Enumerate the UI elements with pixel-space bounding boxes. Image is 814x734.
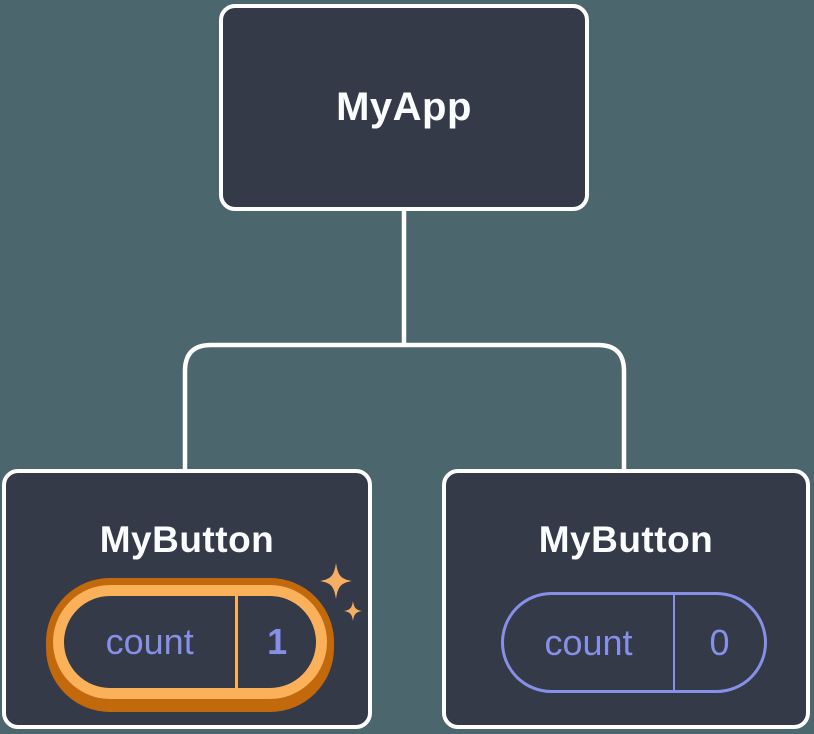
state-key-label: count xyxy=(544,621,633,663)
pill-divider xyxy=(235,596,239,688)
state-value-label: 1 xyxy=(267,621,288,662)
state-value-cell: 0 xyxy=(675,595,764,690)
state-key-cell: count xyxy=(64,596,235,688)
tree-node-mybutton-right: MyButton count 0 xyxy=(442,469,810,729)
tree-node-mybutton-left: MyButton count 1 xyxy=(2,469,372,729)
child-node-label: MyButton xyxy=(99,519,275,560)
state-value-cell: 1 xyxy=(238,596,316,688)
state-key-label: count xyxy=(105,621,194,662)
state-pill-normal: count 0 xyxy=(501,592,767,693)
child-node-label: MyButton xyxy=(538,519,714,560)
sparkle-large xyxy=(320,563,352,599)
tree-node-root: MyApp xyxy=(219,4,589,211)
connector-bracket xyxy=(182,342,627,471)
sparkle-small xyxy=(344,601,362,621)
state-key-cell: count xyxy=(504,595,673,690)
sparkles-icon xyxy=(320,563,362,621)
root-node-label: MyApp xyxy=(336,85,472,129)
pill-divider xyxy=(673,595,675,690)
state-value-label: 0 xyxy=(709,621,730,663)
state-pill-highlighted: count 1 xyxy=(53,585,327,699)
